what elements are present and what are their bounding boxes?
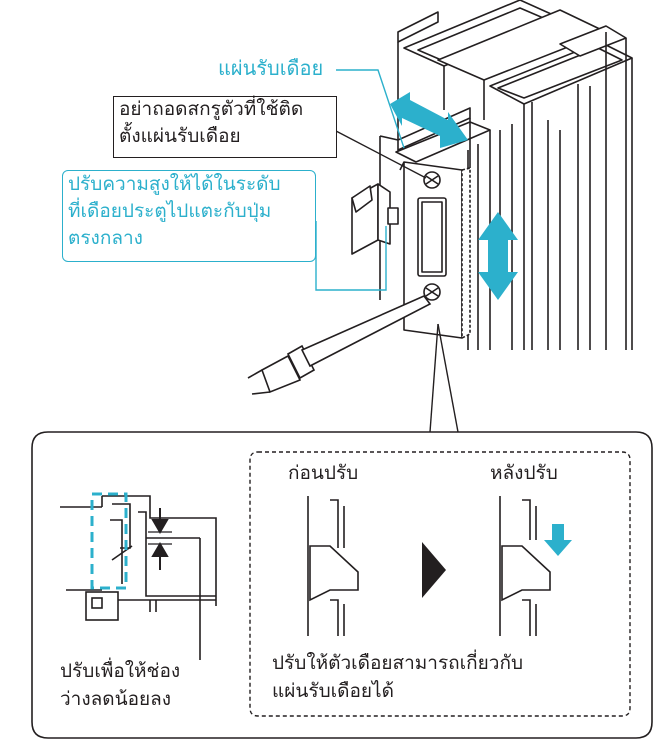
transition-arrow-icon (422, 542, 446, 598)
height-text-line1: ปรับความสูงให้ได้ในระดับ (68, 173, 281, 195)
leader-lines (315, 69, 459, 433)
section-highlight (90, 492, 128, 590)
height-text-line2: ที่เดือยประตูไปแตะกับปุ่ม (68, 200, 272, 222)
before-adjust-label: ก่อนปรับ (288, 462, 359, 484)
section-view (60, 495, 217, 660)
gap-text-line2: ว่างลดน้อยลง (60, 688, 172, 710)
after-adjust-view (499, 496, 551, 636)
screwdriver-icon (247, 295, 432, 395)
height-callout (62, 170, 316, 262)
after-adjust-label: หลังปรับ (490, 462, 558, 484)
warning-text-line2: ตั้งแผ่นรับเดือย (119, 125, 241, 147)
latch-text-line2: แผ่นรับเดือยได้ (272, 680, 394, 702)
warning-callout (113, 96, 337, 158)
gap-arrows (148, 508, 172, 570)
down-arrow-icon (544, 524, 572, 556)
gap-text-line1: ปรับเพื่อให้ช่อง (60, 660, 181, 682)
strike-plate-label: แผ่นรับเดือย (218, 56, 324, 80)
adjust-arrows (390, 92, 518, 300)
before-adjust-view (307, 496, 359, 636)
door-frame-illustration (351, 0, 633, 350)
latch-text-line1: ปรับให้ตัวเดือยสามารถเกี่ยวกับ (272, 652, 524, 674)
before-after-panel (249, 451, 631, 717)
height-text-line3: ตรงกลาง (68, 227, 143, 249)
warning-text-line1: อย่าถอดสกรูตัวที่ใช้ติด (119, 98, 304, 120)
